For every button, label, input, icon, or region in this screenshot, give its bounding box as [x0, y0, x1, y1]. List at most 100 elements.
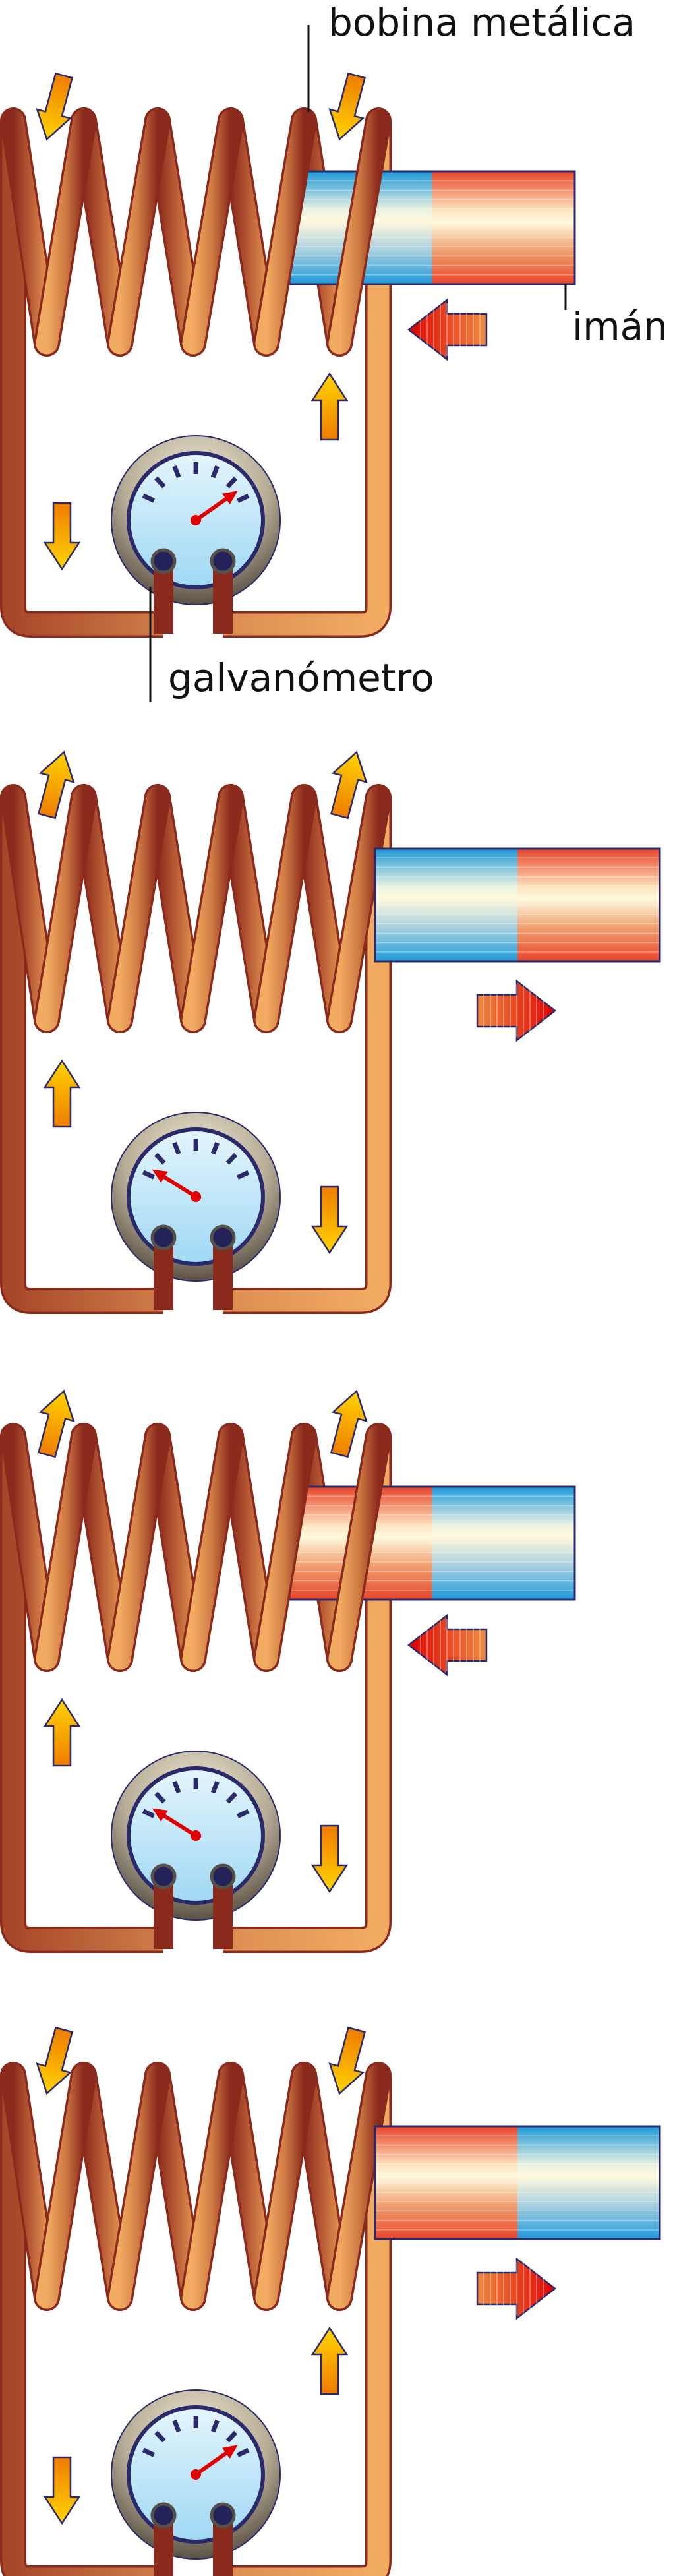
panel-2: [0, 750, 661, 1314]
magnet-label: imán: [572, 304, 668, 349]
current-arrow-left-down: [43, 502, 81, 571]
current-arrow-top-right: [328, 2026, 367, 2095]
galvanometer-tick: [237, 2447, 250, 2457]
magnet: [374, 2125, 661, 2240]
magnet-motion-arrow-left: [407, 1613, 488, 1677]
galvanometer-tick: [237, 493, 250, 503]
coil-front-strand: [328, 109, 390, 355]
coil-front-strand: [328, 786, 390, 1031]
galvanometer-tick: [210, 2419, 220, 2433]
coil-front-strand: [182, 786, 242, 1031]
magnet: [288, 170, 576, 285]
arrow-shape: [328, 2026, 367, 2095]
current-arrow-top-right: [330, 1389, 368, 1458]
galvanometer-terminal-right: [210, 2502, 236, 2529]
current-arrow-right-down: [310, 1824, 349, 1894]
magnet-motion-arrow-left: [407, 298, 488, 361]
arrow-shape: [330, 1389, 368, 1458]
galvanometer-terminal-left: [150, 2502, 177, 2529]
magnet-pole-blue: [375, 849, 517, 961]
coil-front-strand: [328, 1425, 390, 1670]
current-arrow-top-left: [37, 1389, 75, 1458]
magnet-outline: [374, 2125, 661, 2240]
panel-4: [0, 2026, 661, 2576]
galvanometer-label: galvanómetro: [168, 655, 434, 700]
arrow-shape: [36, 72, 74, 141]
current-arrow-right-down: [310, 1185, 349, 1255]
galvanometer-tick: [210, 465, 220, 479]
current-arrow-top-right: [328, 72, 367, 141]
galvanometer-needle-tip: [152, 1808, 168, 1822]
current-arrow-top-left: [37, 750, 75, 820]
arrow-shape: [310, 1824, 349, 1894]
galvanometer-tick: [142, 2447, 156, 2457]
galvanometer-tick: [237, 1809, 250, 1818]
coil-front-strand: [36, 2064, 95, 2309]
galvanometer-terminal-right: [210, 548, 236, 574]
magnet: [288, 1485, 576, 1601]
galvanometer-terminal-right: [210, 1863, 236, 1890]
magnet-pole-red: [432, 171, 575, 284]
coil-front-strand: [255, 786, 315, 1031]
current-arrow-right-up: [310, 372, 349, 441]
circuit-wire: [2, 121, 390, 636]
galvanometer-terminal-left: [150, 548, 177, 574]
current-arrow-right-up: [310, 2326, 349, 2395]
labels: bobina metálica imán galvanómetro: [149, 0, 668, 702]
circuit-wire: [2, 2075, 390, 2576]
arrow-shape: [43, 1059, 81, 1128]
galvanometer-tick: [225, 1153, 238, 1165]
arrow-shape: [43, 502, 81, 571]
current-arrow-top-left: [36, 2026, 74, 2095]
galvanometer-terminal-right: [210, 1224, 236, 1251]
galvanometer-pivot: [191, 1191, 201, 1202]
galvanometer-needle-tip: [152, 1169, 168, 1183]
galvanometer-tick: [225, 1791, 238, 1804]
arrow-shape: [310, 372, 349, 441]
galvanometer-pivot: [191, 2469, 201, 2480]
magnet-pole-red: [375, 2126, 517, 2239]
arrow-shape: [37, 1389, 75, 1458]
galvanometer-needle-tip: [222, 2445, 238, 2459]
arrow-shape: [328, 72, 367, 141]
coil-front-strand: [182, 2064, 242, 2309]
galvanometer-tick: [154, 476, 166, 489]
current-arrow-left-up: [43, 1698, 81, 1767]
galvanometer-pivot: [191, 1830, 201, 1841]
arrow-shape: [43, 2456, 81, 2525]
arrow-shape: [37, 750, 75, 820]
galvanometer-terminal-left: [150, 1863, 177, 1890]
magnet-pole-blue: [517, 2126, 660, 2239]
arrow-shape: [36, 2026, 74, 2095]
coil-front-strand: [36, 1425, 95, 1670]
coil-front-strand: [182, 109, 242, 355]
galvanometer-tick: [172, 2419, 181, 2433]
arrow-shape: [43, 1698, 81, 1767]
circuit-wire: [2, 797, 390, 1312]
galvanometer-tick: [172, 465, 181, 479]
coil-front-strand: [109, 1425, 169, 1670]
galvanometer-tick: [142, 493, 156, 503]
coil-front-strand: [109, 786, 169, 1031]
big-arrow-shape: [407, 1613, 488, 1677]
coil-label: bobina metálica: [328, 0, 635, 45]
current-arrow-left-up: [43, 1059, 81, 1128]
coil-front-strand: [182, 1425, 242, 1670]
galvanometer-needle-tip: [222, 491, 238, 505]
galvanometer-tick: [210, 1780, 220, 1794]
magnet-pole-blue: [432, 1487, 575, 1600]
big-arrow-shape: [476, 979, 557, 1042]
galvanometer-tick: [237, 1170, 250, 1180]
circuit-wire: [2, 1436, 390, 1951]
magnet-outline: [374, 847, 661, 963]
galvanometer-tick: [172, 1141, 181, 1155]
arrow-shape: [330, 750, 368, 820]
galvanometer-tick: [142, 1809, 156, 1818]
current-arrow-top-left: [36, 72, 74, 141]
galvanometer-tick: [225, 2430, 238, 2443]
galvanometer-tick: [225, 476, 238, 489]
current-arrow-top-right: [330, 750, 368, 820]
magnet: [374, 847, 661, 963]
